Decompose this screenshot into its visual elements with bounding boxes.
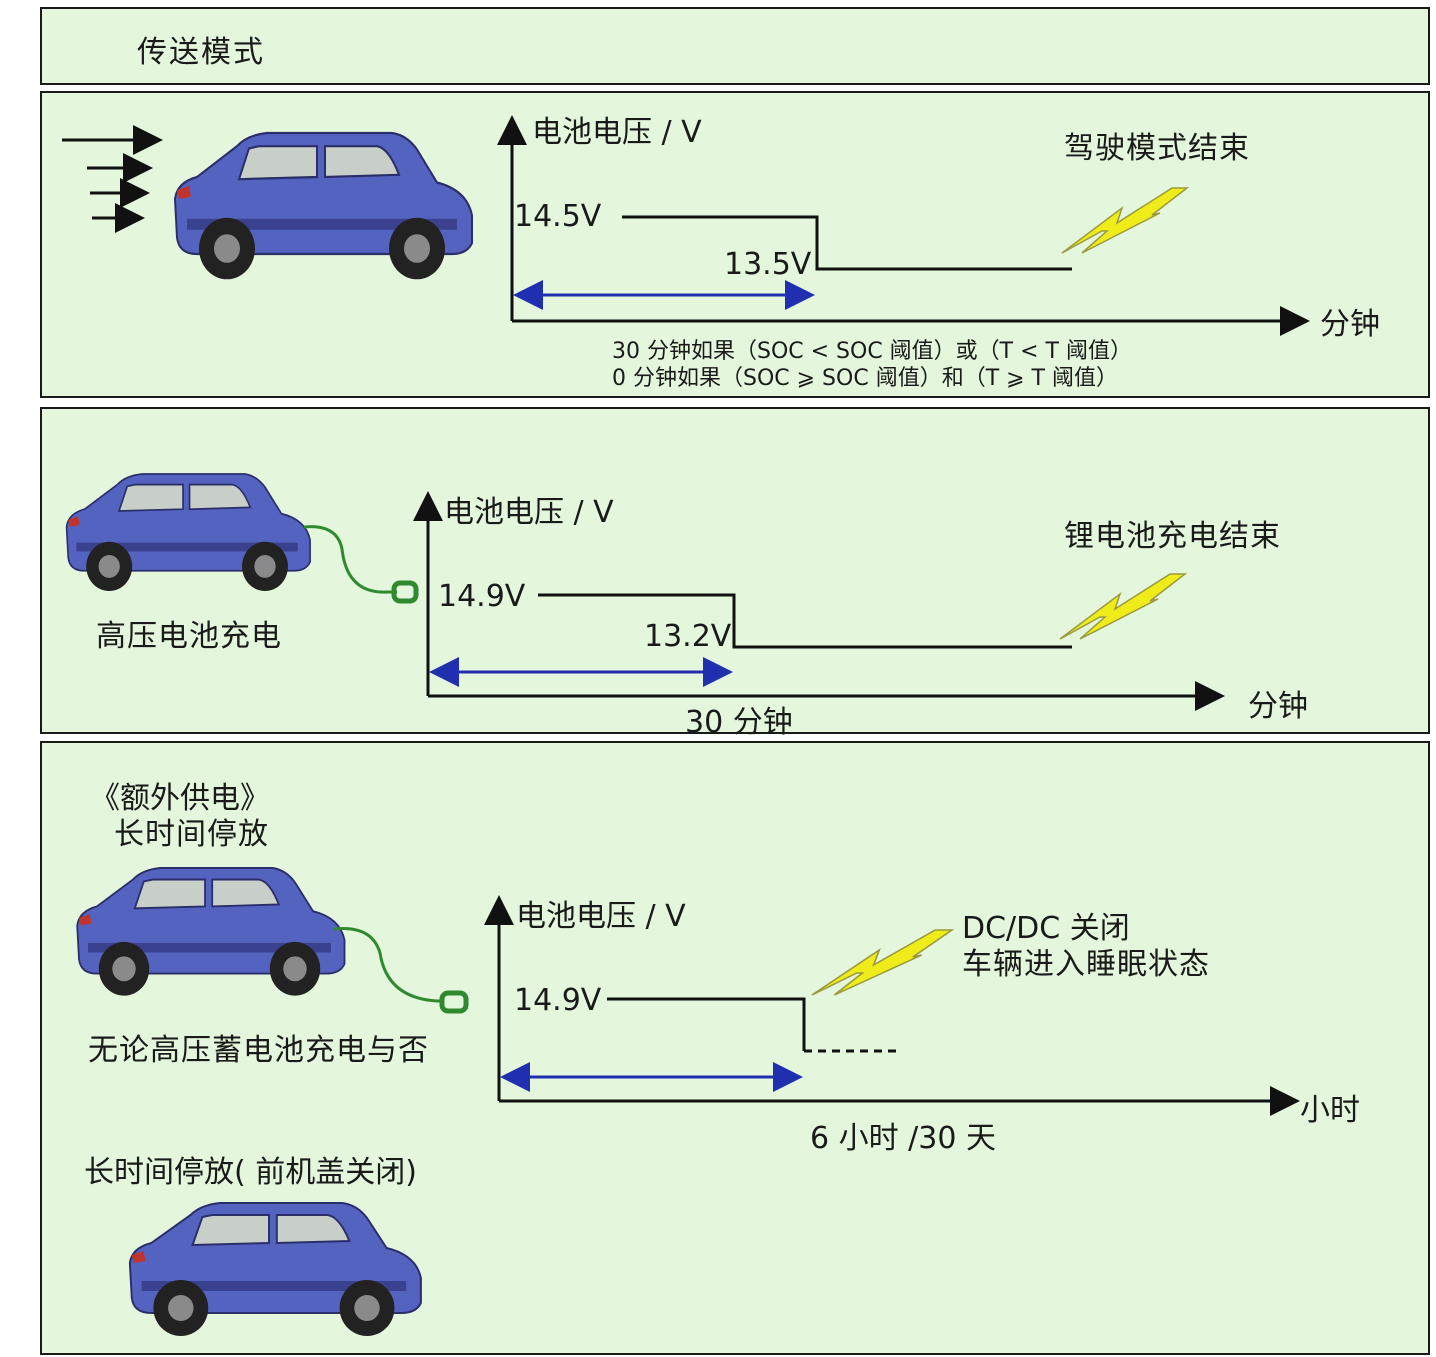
- y-axis-label: 电池电压 / V: [516, 899, 686, 934]
- voltage-chart-axes: [484, 895, 1300, 1116]
- car-caption-parked: 长时间停放( 前机盖关闭): [84, 1155, 417, 1190]
- header-panel: 传送模式: [40, 7, 1430, 85]
- section-heading-line-1: 《额外供电》: [90, 781, 270, 816]
- high-voltage-label: 14.9V: [514, 983, 602, 1018]
- condition-line-1: 30 分钟如果（SOC < SOC 阈值）或（T < T 阈值）: [612, 339, 1132, 364]
- voltage-line: [622, 215, 1072, 271]
- event-label-line-1: DC/DC 关闭: [962, 911, 1130, 946]
- y-axis-label: 电池电压 / V: [444, 495, 614, 530]
- voltage-chart-axes: [413, 491, 1225, 711]
- voltage-chart-axes: [497, 115, 1310, 336]
- event-label: 锂电池充电结束: [1064, 519, 1281, 554]
- x-axis-label: 分钟: [1248, 689, 1308, 724]
- car-caption-charging: 无论高压蓄电池充电与否: [88, 1033, 429, 1068]
- duration-label: 6 小时 /30 天: [810, 1121, 996, 1156]
- x-axis-label: 小时: [1300, 1093, 1360, 1128]
- high-voltage-label: 14.5V: [514, 199, 602, 234]
- duration-label: 30 分钟: [685, 705, 793, 740]
- charging-cable-icon: [303, 525, 397, 594]
- battery-charging-panel: 高压电池充电 电池电压 / V 锂电池充电结束 14.9V 13.2V 分钟 3…: [40, 407, 1430, 740]
- high-voltage-label: 14.9V: [438, 579, 526, 614]
- voltage-line: [607, 997, 806, 1051]
- lightning-bolt-icon: [811, 929, 953, 996]
- car-icon: [65, 473, 311, 592]
- condition-line-2: 0 分钟如果（SOC ⩾ SOC 阈值）和（T ⩾ T 阈值）: [612, 366, 1118, 391]
- section-heading-line-2: 长时间停放: [114, 817, 269, 852]
- car-icon: [76, 867, 346, 997]
- extra-power-diagram: [76, 867, 1300, 1337]
- car-icon: [173, 131, 474, 281]
- low-voltage-label: 13.2V: [644, 619, 732, 654]
- battery-charging-diagram: [65, 473, 1225, 711]
- car-caption: 高压电池充电: [96, 619, 282, 654]
- charging-cable-icon: [333, 927, 444, 1003]
- y-axis-label: 电池电压 / V: [532, 115, 702, 150]
- car-icon: [128, 1202, 422, 1337]
- extra-power-panel: 《额外供电》 长时间停放 无论高压蓄电池充电与否 长时间停放( 前机盖关闭) 电…: [40, 741, 1430, 1355]
- driving-mode-panel: 电池电压 / V 驾驶模式结束 14.5V 13.5V 分钟 30 分钟如果（S…: [40, 91, 1430, 398]
- event-label-line-2: 车辆进入睡眠状态: [962, 947, 1210, 982]
- wind-arrows-icon: [62, 125, 163, 233]
- charging-plug-icon: [439, 990, 469, 1014]
- lightning-bolt-icon: [1059, 573, 1186, 640]
- low-voltage-label: 13.5V: [724, 247, 812, 282]
- driving-mode-diagram: [62, 115, 1310, 336]
- event-label: 驾驶模式结束: [1064, 131, 1250, 166]
- charging-plug-icon: [391, 580, 419, 604]
- page-title: 传送模式: [137, 35, 265, 70]
- voltage-line: [538, 593, 1072, 649]
- x-axis-label: 分钟: [1320, 307, 1380, 342]
- lightning-bolt-icon: [1061, 187, 1188, 254]
